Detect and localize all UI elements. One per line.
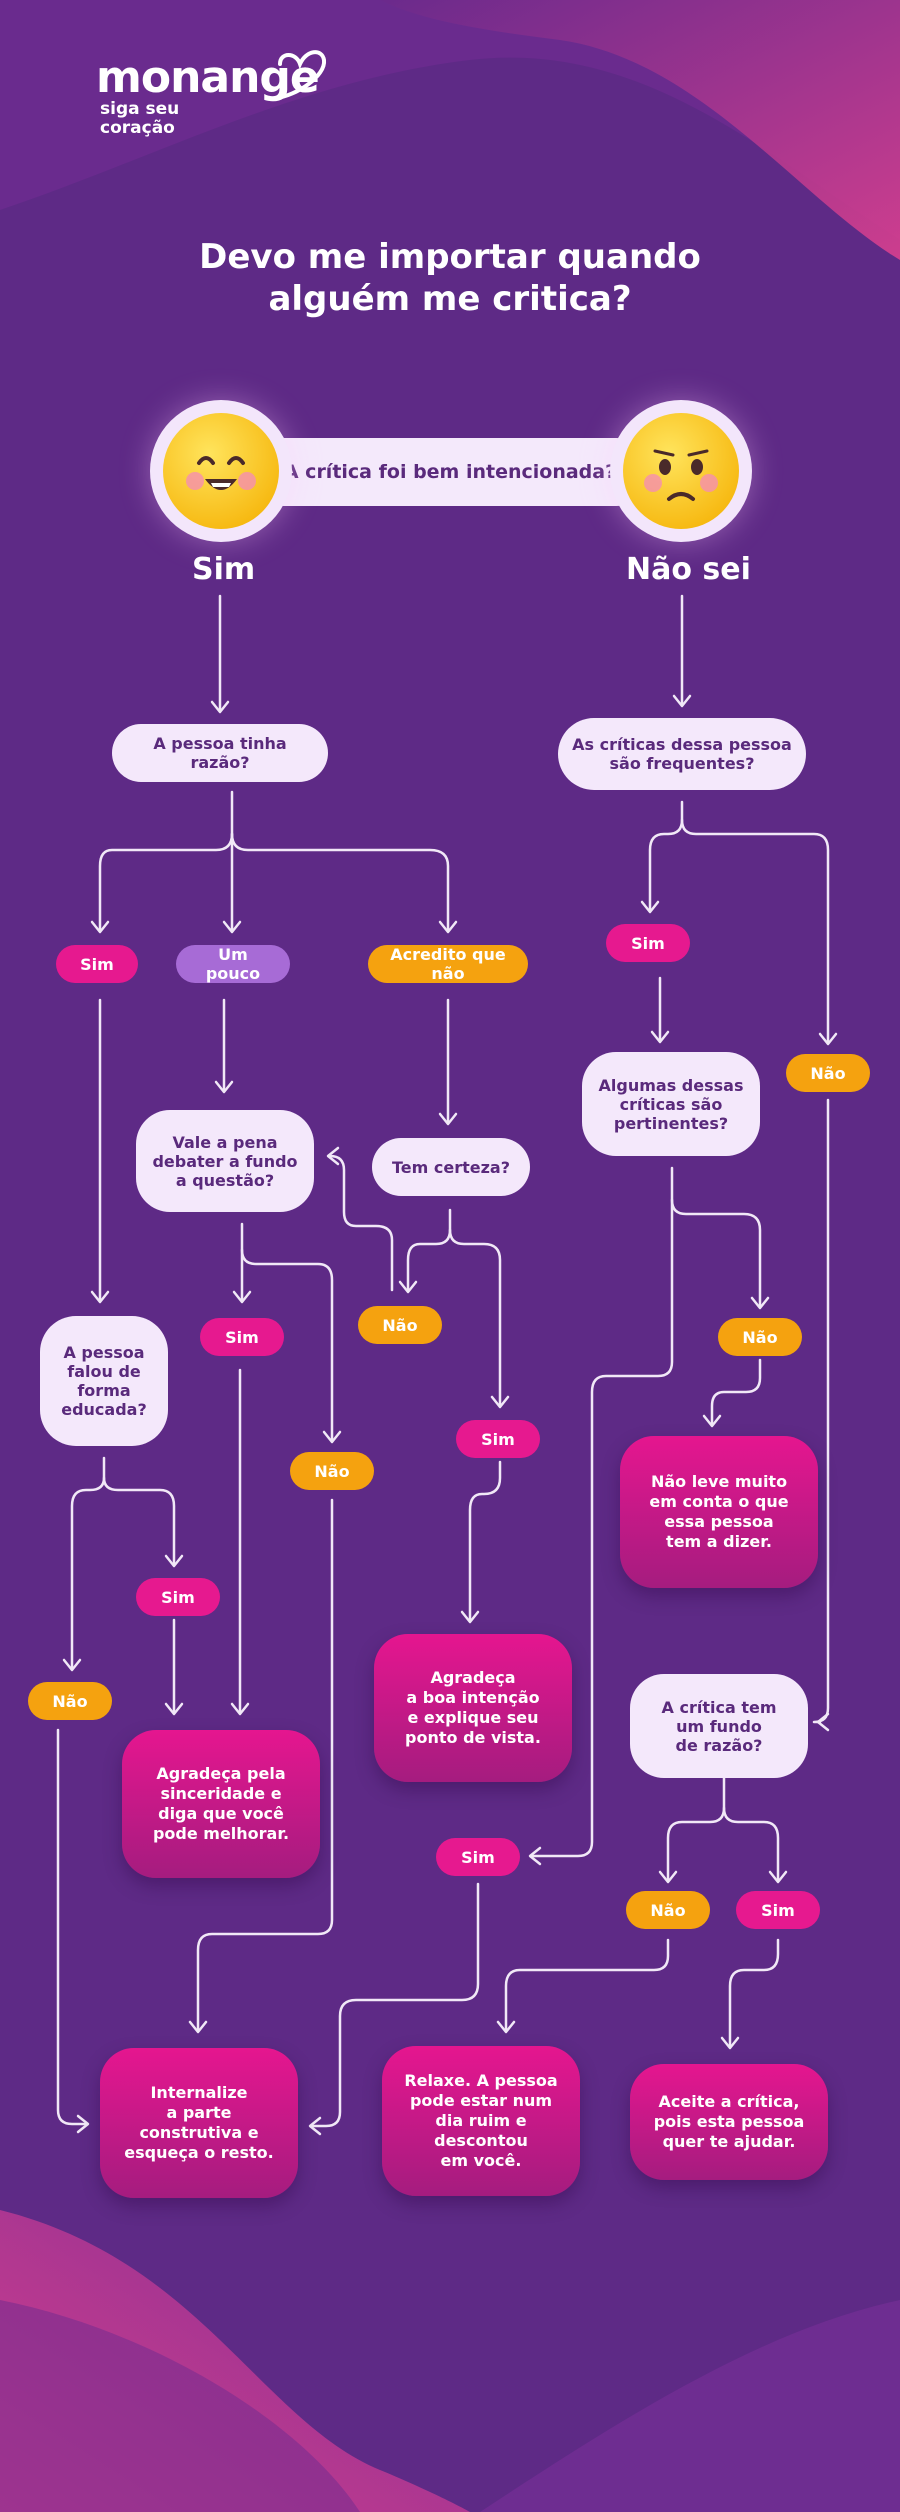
frequentes-line-1: As críticas dessa pessoa (572, 735, 792, 754)
vale-line-3: a questão? (175, 1170, 275, 1190)
pill-nao-fundo: Não (626, 1891, 710, 1929)
pertinentes-line-3: pertinentes? (613, 1113, 729, 1133)
educada-line-4: educada? (61, 1400, 147, 1419)
question-criticas-pertinentes: Algumas dessas críticas são pertinentes? (582, 1052, 760, 1156)
pill-sim-frequentes: Sim (606, 924, 690, 962)
internalize-line-2: a parte (166, 2103, 232, 2122)
result-agradeca-sinceridade: Agradeça pela sinceridade e diga que voc… (122, 1730, 320, 1878)
pill-sim-educada: Sim (136, 1578, 220, 1616)
pill-sim-tem-certeza: Sim (456, 1420, 540, 1458)
answer-sim: Sim (192, 552, 256, 587)
question-pessoa-tinha-razao: A pessoa tinha razão? (112, 724, 328, 782)
relaxe-line-1: Relaxe. A pessoa (404, 2071, 558, 2090)
question-fundo-de-razao: A crítica tem um fundo de razão? (630, 1674, 808, 1778)
pill-nao-pertinentes: Não (718, 1318, 802, 1356)
intencao-line-2: a boa intenção (406, 1688, 540, 1707)
pill-um-pouco: Um pouco (176, 945, 290, 983)
internalize-line-4: esqueça o resto. (124, 2143, 274, 2162)
pill-sim-fundo: Sim (736, 1891, 820, 1929)
relaxe-line-4: em você. (440, 2151, 522, 2170)
sinceridade-line-4: pode melhorar. (152, 1824, 290, 1843)
aceite-line-1: Aceite a crítica, (658, 2092, 800, 2111)
result-internalize: Internalize a parte construtiva e esqueç… (100, 2048, 298, 2198)
arrow-heads (62, 694, 838, 2136)
title-line-2: alguém me critica? (268, 279, 632, 319)
start-question: A crítica foi bem intencionada? (250, 438, 650, 506)
educada-line-1: A pessoa (63, 1343, 145, 1362)
nao-leve-line-1: Não leve muito (650, 1472, 788, 1491)
brand-tagline-2: coração (100, 118, 175, 138)
pill-nao-educada: Não (28, 1682, 112, 1720)
pill-nao-tem-certeza: Não (358, 1306, 442, 1344)
question-pessoa-educada: A pessoa falou de forma educada? (40, 1316, 168, 1446)
nao-leve-line-2: em conta o que (649, 1492, 789, 1511)
aceite-line-3: quer te ajudar. (662, 2132, 796, 2151)
sinceridade-line-3: diga que você (158, 1804, 284, 1823)
relaxe-line-3: dia ruim e descontou (434, 2111, 528, 2150)
brand-name: monange (96, 52, 320, 103)
nao-leve-line-4: tem a dizer. (666, 1532, 772, 1551)
pertinentes-line-1: Algumas dessas (598, 1075, 744, 1095)
unsure-face-icon (610, 400, 752, 542)
page-title: Devo me importar quando alguém me critic… (150, 236, 750, 320)
relaxe-line-2: pode estar num (409, 2091, 553, 2110)
pill-nao-vale: Não (290, 1452, 374, 1490)
question-tem-certeza: Tem certeza? (372, 1138, 530, 1196)
pill-nao-frequentes: Não (786, 1054, 870, 1092)
vale-line-1: Vale a pena (172, 1132, 278, 1152)
nao-leve-line-3: essa pessoa (664, 1512, 774, 1531)
educada-line-2: falou de (67, 1362, 141, 1381)
pill-sim-pertinentes: Sim (436, 1838, 520, 1876)
arrow-lines (56, 594, 830, 2128)
intencao-line-4: ponto de vista. (405, 1728, 541, 1747)
answer-nao-sei: Não sei (626, 552, 751, 587)
vale-line-2: debater a fundo (152, 1151, 298, 1171)
fundo-line-3: de razão? (675, 1735, 763, 1755)
internalize-line-3: construtiva e (139, 2123, 259, 2142)
internalize-line-1: Internalize (150, 2083, 248, 2102)
result-aceite: Aceite a crítica, pois esta pessoa quer … (630, 2064, 828, 2180)
question-vale-a-pena: Vale a pena debater a fundo a questão? (136, 1110, 314, 1212)
question-criticas-frequentes: As críticas dessa pessoa são frequentes? (558, 718, 806, 790)
brand-logo: monange siga seu coração (96, 50, 326, 138)
sinceridade-line-2: sinceridade e (160, 1784, 282, 1803)
title-line-1: Devo me importar quando (199, 237, 701, 277)
pill-sim-vale: Sim (200, 1318, 284, 1356)
result-agradeca-intencao: Agradeça a boa intenção e explique seu p… (374, 1634, 572, 1782)
result-relaxe: Relaxe. A pessoa pode estar num dia ruim… (382, 2046, 580, 2196)
intencao-line-3: e explique seu (407, 1708, 539, 1727)
fundo-line-1: A crítica tem (661, 1697, 777, 1717)
educada-line-3: forma (77, 1381, 131, 1400)
happy-face-icon (150, 400, 292, 542)
fundo-line-2: um fundo (676, 1716, 762, 1736)
sinceridade-line-1: Agradeça pela (156, 1764, 286, 1783)
pill-sim-left: Sim (56, 945, 138, 983)
heart-icon (274, 50, 326, 100)
result-nao-leve: Não leve muito em conta o que essa pesso… (620, 1436, 818, 1588)
pill-acredito-que-nao: Acredito que não (368, 945, 528, 983)
pertinentes-line-2: críticas são (619, 1094, 723, 1114)
intencao-line-1: Agradeça (430, 1668, 516, 1687)
brand-tagline-1: siga seu (100, 99, 180, 119)
aceite-line-2: pois esta pessoa (653, 2112, 805, 2131)
frequentes-line-2: são frequentes? (609, 754, 755, 773)
